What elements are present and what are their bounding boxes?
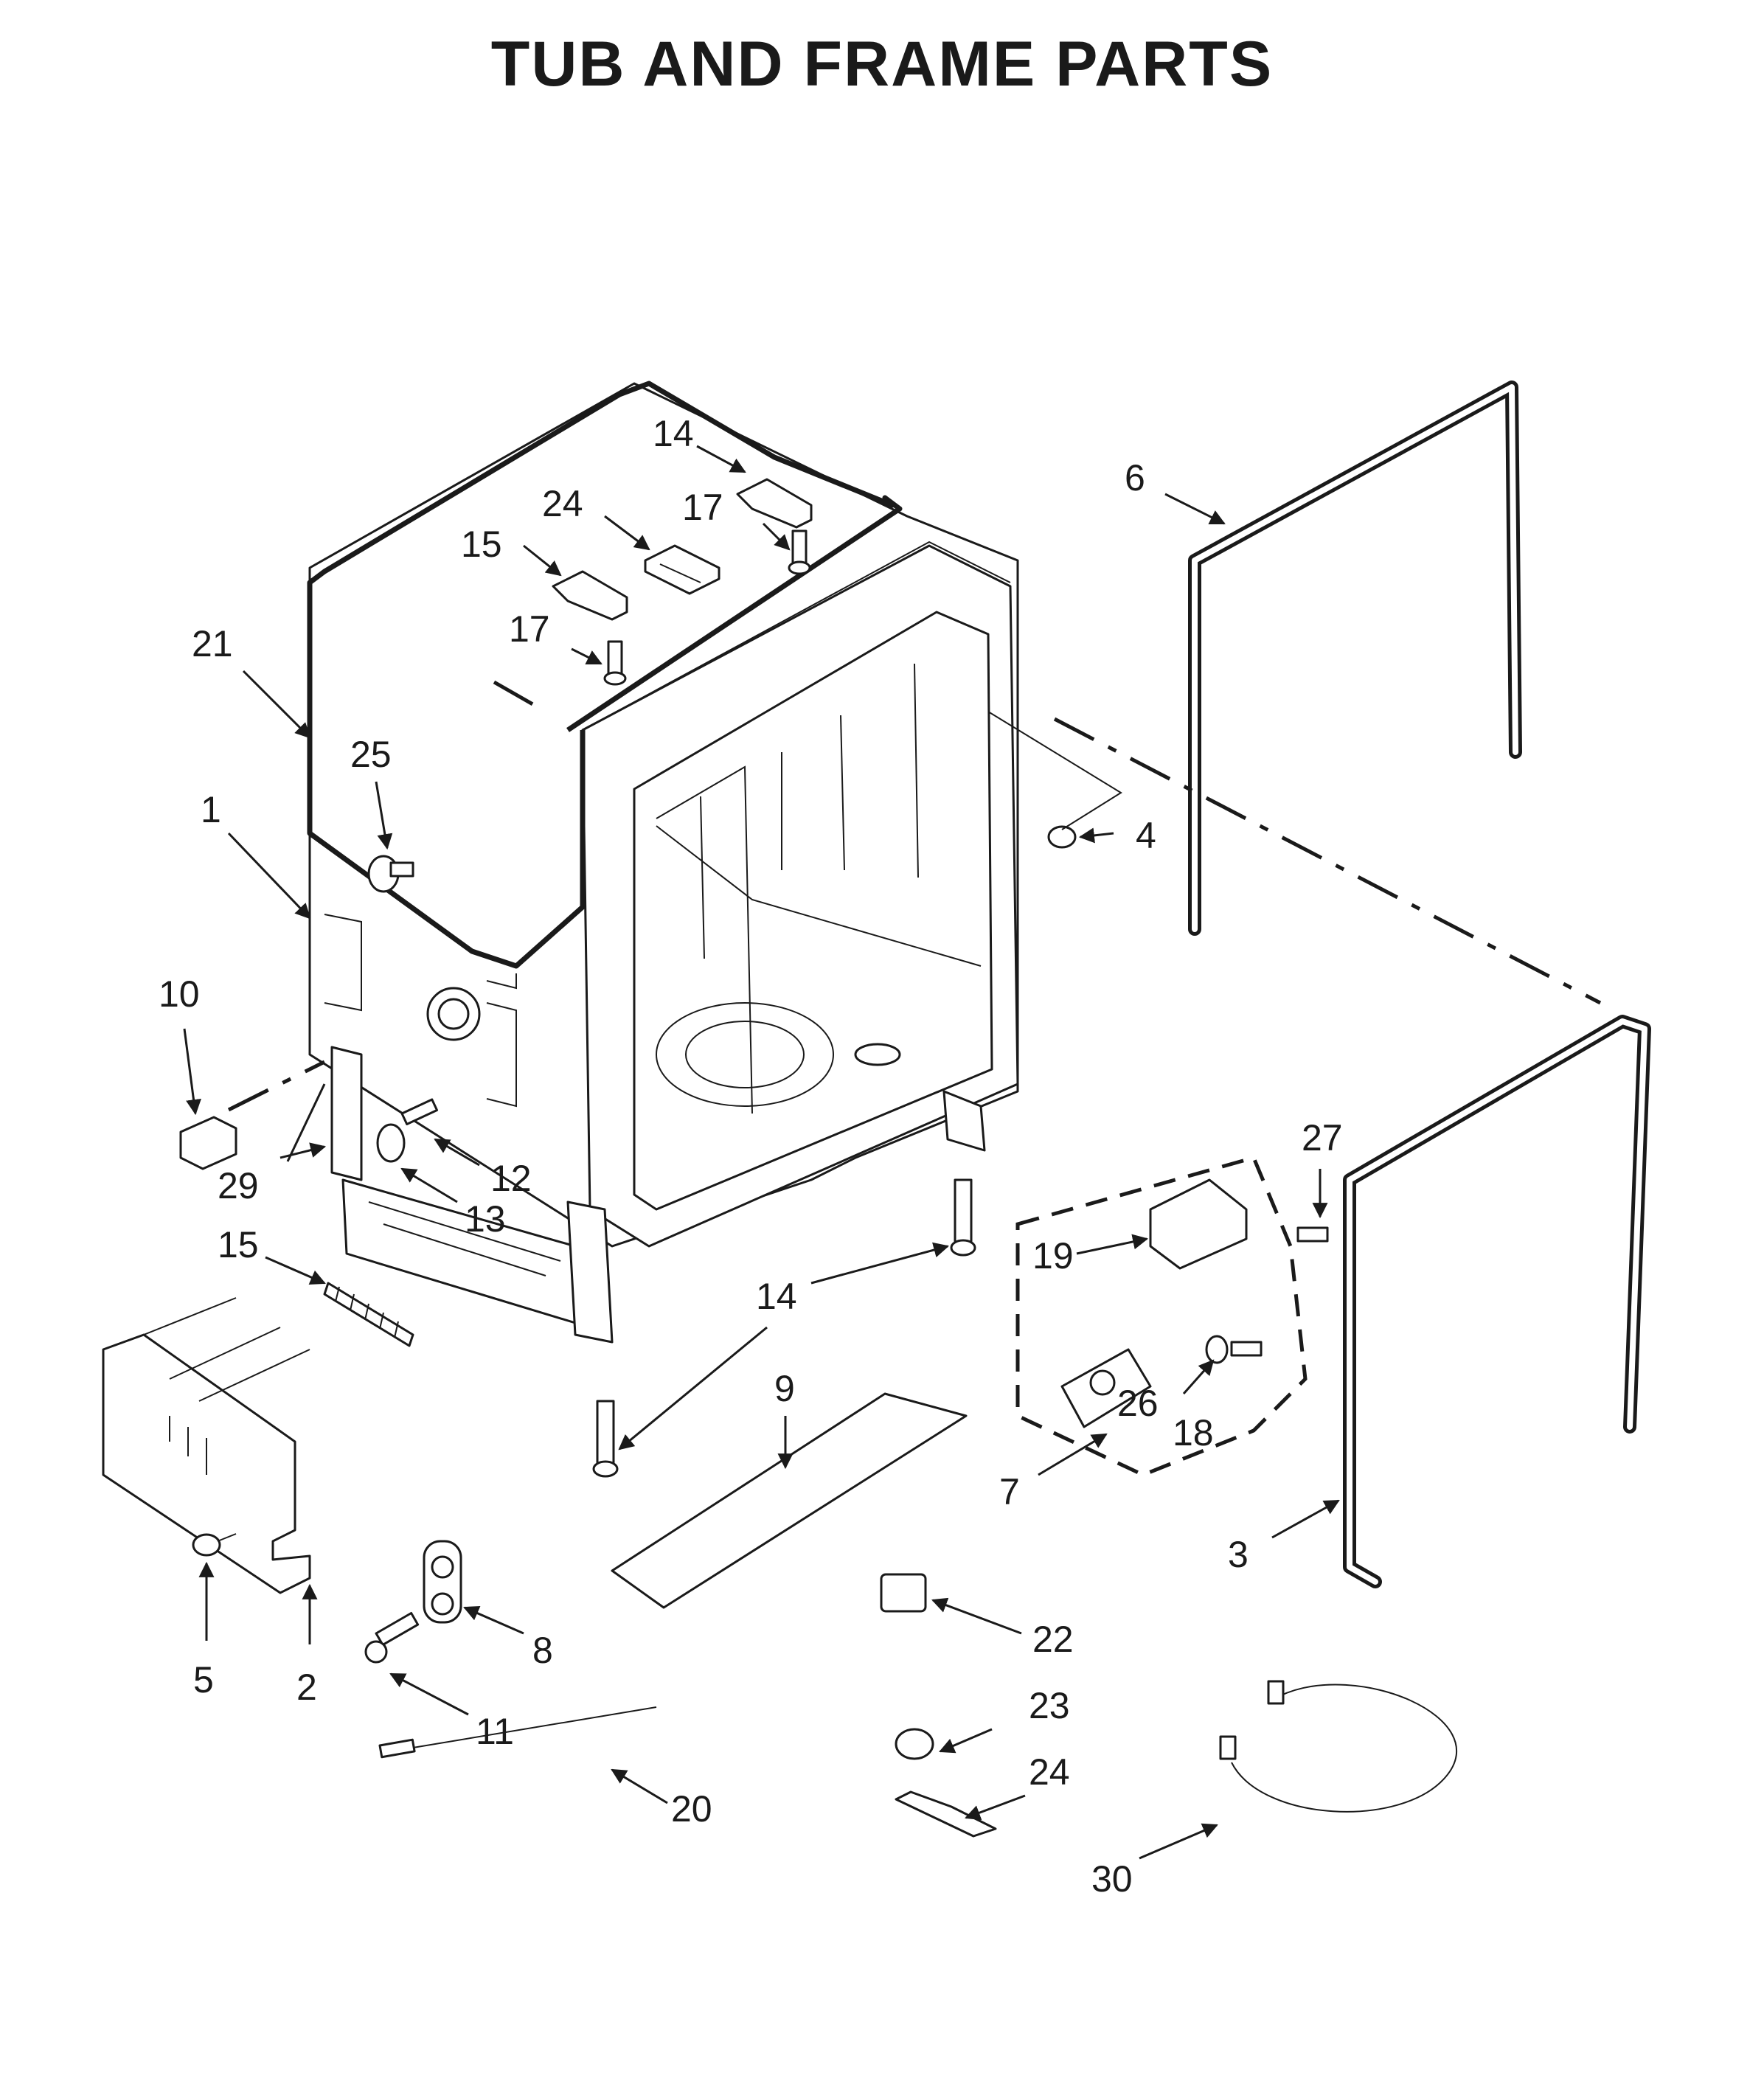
door-seal-bottom-part (1343, 1015, 1651, 1588)
callout-18: 18 (1173, 1412, 1214, 1453)
plug-part (367, 855, 414, 893)
tub-part (308, 382, 1019, 1344)
callout-10: 10 (159, 973, 200, 1015)
diagram-title: TUB AND FRAME PARTS (490, 29, 1274, 100)
spring-part (323, 1282, 414, 1347)
bracket-24 (895, 1790, 997, 1838)
base-plate-part (611, 1392, 968, 1609)
leveling-leg-right (950, 1178, 976, 1257)
callout-3: 3 (1228, 1534, 1249, 1575)
callout-25: 23 (1029, 1685, 1070, 1726)
callout-26: 24 (542, 483, 583, 524)
callout-27: 26 (1117, 1383, 1159, 1424)
callout-11: 11 (476, 1711, 514, 1752)
leveling-leg-left (592, 1400, 619, 1478)
callout-8: 8 (532, 1630, 553, 1671)
bracket-8 (423, 1540, 462, 1624)
callout-24: 24 (1029, 1751, 1070, 1793)
wire-harness-part (1219, 1680, 1458, 1813)
washer-13 (376, 1123, 406, 1163)
callout-5: 5 (193, 1659, 214, 1700)
clip-part (644, 544, 720, 595)
centerline-seal (1053, 717, 1602, 1005)
callout-1: 1 (201, 789, 221, 830)
callout-20: 20 (671, 1788, 712, 1830)
callout-4: 4 (1136, 815, 1156, 856)
screw-upper (788, 529, 811, 575)
switch-25 (895, 1728, 934, 1760)
assembly-7-outline (1015, 1155, 1308, 1477)
hinge-bracket-lower (552, 570, 628, 621)
callout-17a: 17 (682, 487, 723, 528)
callout-13: 13 (465, 1198, 506, 1240)
hinge-bracket-upper (736, 478, 813, 529)
callout-9: 9 (774, 1368, 795, 1409)
screw-28 (1296, 1226, 1329, 1243)
callout-14: 14 (756, 1276, 797, 1317)
callout-29: 29 (218, 1165, 259, 1206)
callout-labels: 21 1 25 14 24 15 17 17 6 4 10 29 12 13 1… (159, 413, 1343, 1900)
toe-panel-part (102, 1297, 311, 1594)
fastener-5 (192, 1533, 237, 1557)
bracket-assembly-group (1060, 1178, 1263, 1428)
sensor-cable-part (378, 1706, 657, 1759)
door-seal-top-part (1188, 381, 1522, 936)
callout-2: 2 (296, 1667, 317, 1708)
callout-7: 7 (999, 1471, 1020, 1512)
spacer-block-part (179, 1116, 237, 1170)
callout-6: 6 (1125, 457, 1145, 498)
screw-lower (603, 640, 627, 686)
callout-23: 21 (192, 623, 233, 664)
callout-15a: 14 (653, 413, 694, 454)
centerline-blanket (493, 680, 547, 714)
callout-21: 25 (350, 734, 392, 775)
callout-17b: 17 (509, 608, 550, 650)
callout-12: 12 (490, 1158, 532, 1199)
leader-lines (183, 445, 1340, 1860)
callout-22: 22 (1032, 1619, 1074, 1660)
callout-30: 30 (1091, 1858, 1133, 1900)
callout-16: 15 (218, 1224, 259, 1265)
callout-15b: 15 (461, 524, 502, 565)
connector-part (880, 1573, 927, 1613)
callout-19: 19 (1032, 1235, 1074, 1276)
insulation-blanket-part (307, 381, 903, 990)
centerline-plug (227, 1060, 326, 1112)
screw-11 (364, 1612, 420, 1664)
cap-part (1047, 825, 1077, 849)
screw-12 (400, 1098, 439, 1126)
callout-28: 27 (1302, 1117, 1343, 1158)
